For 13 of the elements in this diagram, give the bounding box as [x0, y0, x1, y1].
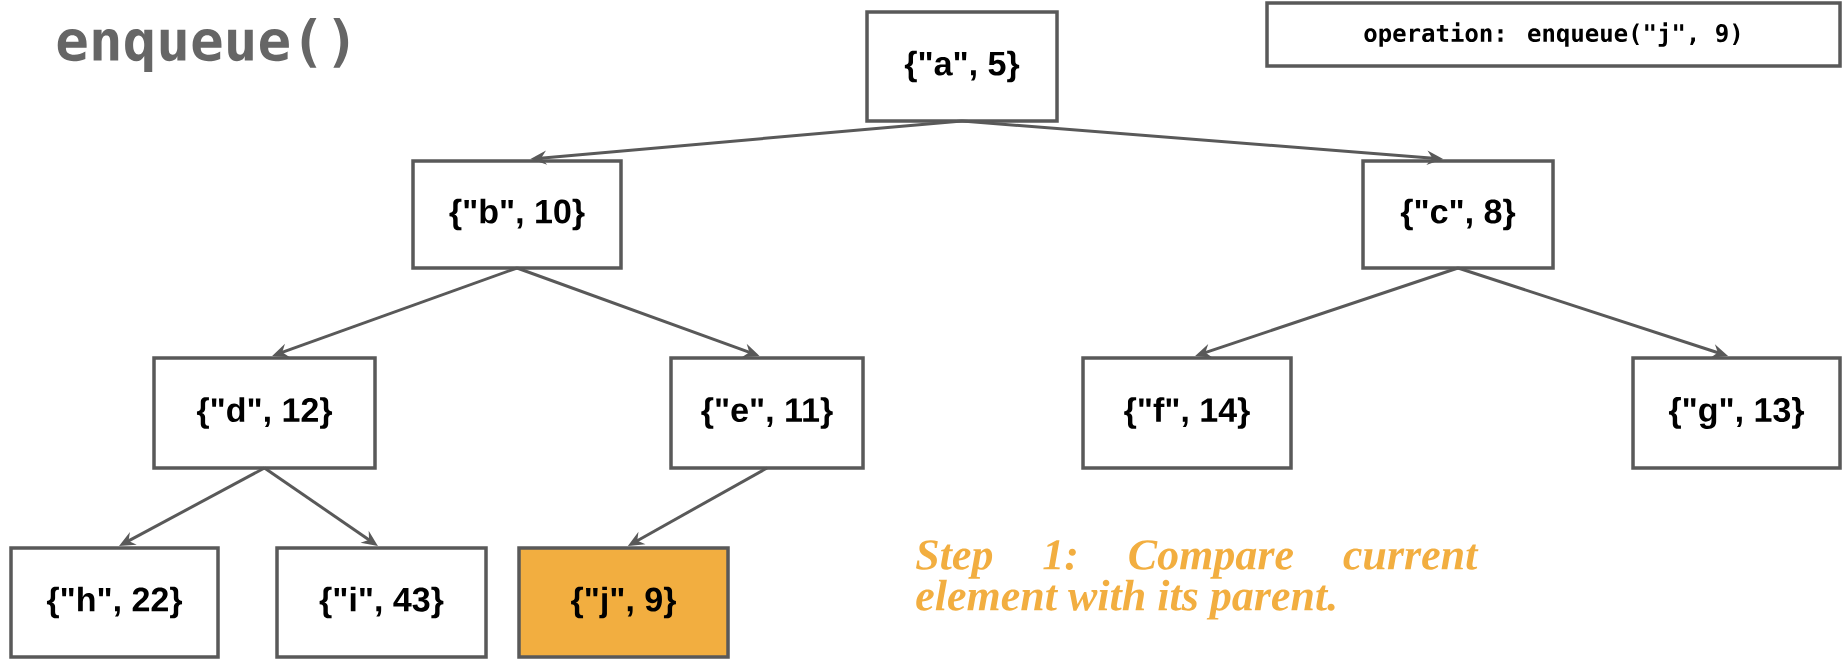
- heap-node-box: {"i", 43}: [275, 546, 488, 659]
- heap-node-box: {"g", 13}: [1631, 356, 1842, 470]
- heap-node-box: {"f", 14}: [1081, 356, 1293, 470]
- heap-node-box: {"d", 12}: [152, 356, 377, 470]
- title: enqueue(): [57, 17, 349, 73]
- operation-box: operation: enqueue("j", 9): [1265, 1, 1842, 68]
- heap-node-box: {"h", 22}: [9, 546, 220, 659]
- heap-node-box: {"c", 8}: [1361, 159, 1555, 270]
- heap-node-box: {"a", 5}: [865, 10, 1059, 123]
- step-note: Step 1: Compare current element with its parent.: [916, 540, 1479, 620]
- heap-node-box: {"j", 9}: [517, 546, 730, 659]
- heap-node-box: {"b", 10}: [411, 159, 623, 270]
- heap-node-box: {"e", 11}: [669, 356, 865, 470]
